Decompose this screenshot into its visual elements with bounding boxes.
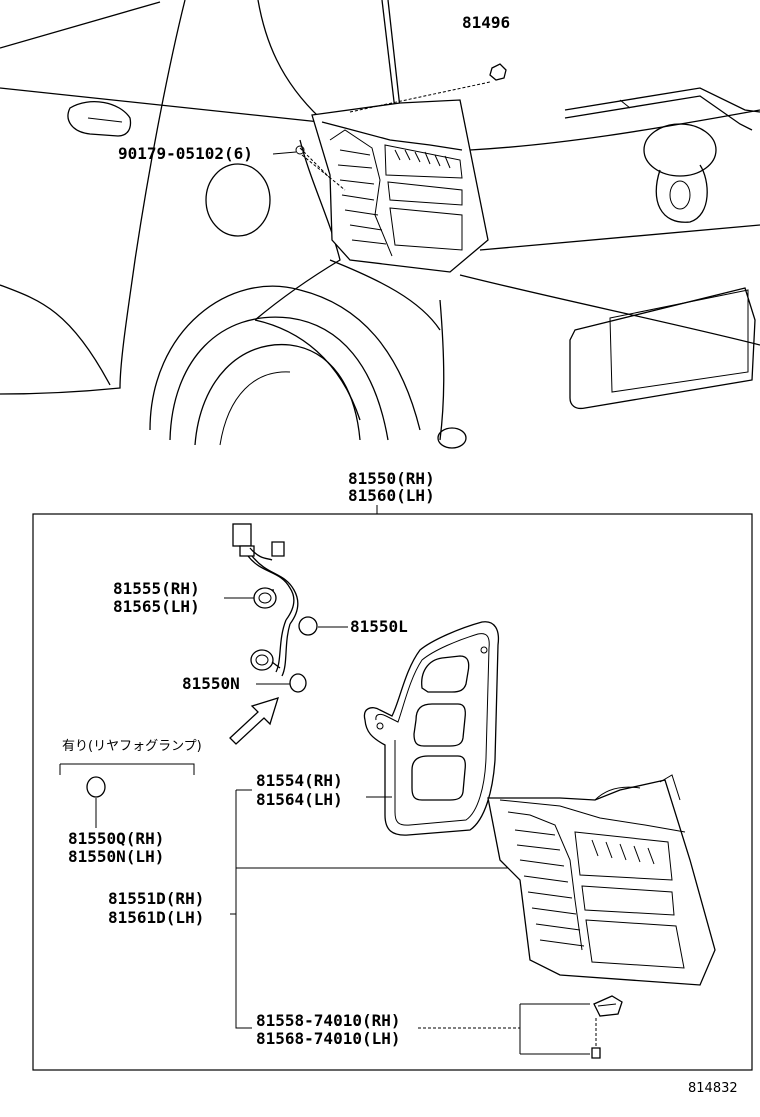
callout-81550L: 81550L — [350, 617, 408, 636]
callout-fog-bulb-rh: 81550Q(RH) — [68, 829, 164, 848]
socket-icon — [250, 649, 281, 671]
callout-81550N: 81550N — [182, 674, 240, 693]
fog-lamp-note: 有り(リヤフォグランプ) — [62, 739, 202, 754]
callout-lens-lh: 81561D(LH) — [108, 908, 204, 927]
connector-icon — [232, 523, 252, 547]
arrow-icon — [229, 697, 279, 745]
clip-illustration — [591, 995, 623, 1059]
callout-gasket-rh: 81554(RH) — [256, 771, 343, 790]
gasket-illustration — [363, 621, 500, 836]
wiring-harness — [232, 523, 318, 693]
assembly-label-lh: 81560(LH) — [348, 486, 435, 505]
callout-socket-rh: 81555(RH) — [113, 579, 200, 598]
lamp-lens-illustration — [487, 774, 716, 986]
callout-fog-bulb-lh: 81550N(LH) — [68, 847, 164, 866]
exploded-view-frame — [32, 513, 753, 1071]
bulb-icon — [298, 616, 318, 636]
callout-lens-rh: 81551D(RH) — [108, 889, 204, 908]
callout-gasket-lh: 81564(LH) — [256, 790, 343, 809]
callout-clip-lh: 81568-74010(LH) — [256, 1029, 401, 1048]
bulb-icon — [289, 673, 307, 693]
figure-id: 814832 — [688, 1081, 738, 1096]
assembly-label-rh: 81550(RH) — [348, 469, 435, 488]
bulb-icon — [86, 776, 106, 798]
callout-socket-lh: 81565(LH) — [113, 597, 200, 616]
socket-icon — [253, 587, 277, 609]
vehicle-rear-illustration — [0, 0, 760, 449]
callout-screw: 90179-05102(6) — [118, 144, 253, 163]
callout-clip-rh: 81558-74010(RH) — [256, 1011, 401, 1030]
callout-81496: 81496 — [462, 13, 510, 32]
